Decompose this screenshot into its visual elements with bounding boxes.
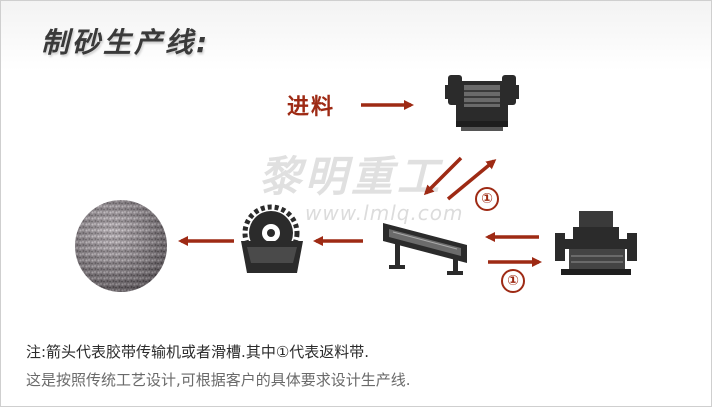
sand-maker-icon — [555, 211, 637, 275]
page-title: 制砂生产线: — [41, 26, 211, 59]
arrow-crusher-to-screen — [423, 156, 463, 196]
vibrating-screen-icon — [383, 223, 467, 275]
legend-note: 注:箭头代表胶带传输机或者滑槽.其中①代表返料带. — [26, 343, 370, 361]
feed-label: 进料 — [287, 95, 336, 120]
watermark-url: www.lmlq.com — [305, 201, 464, 225]
sand-washer-icon — [241, 204, 303, 273]
watermark-name: 黎明重工 — [259, 152, 444, 201]
jaw-crusher-icon — [445, 75, 519, 131]
return-belt-marker: ① — [475, 187, 499, 211]
arrow-screen-return-to-crusher — [446, 159, 497, 201]
return-belt-marker: ① — [501, 269, 525, 293]
design-note: 这是按照传统工艺设计,可根据客户的具体要求设计生产线. — [26, 371, 411, 389]
sand-pile-icon — [75, 200, 167, 292]
